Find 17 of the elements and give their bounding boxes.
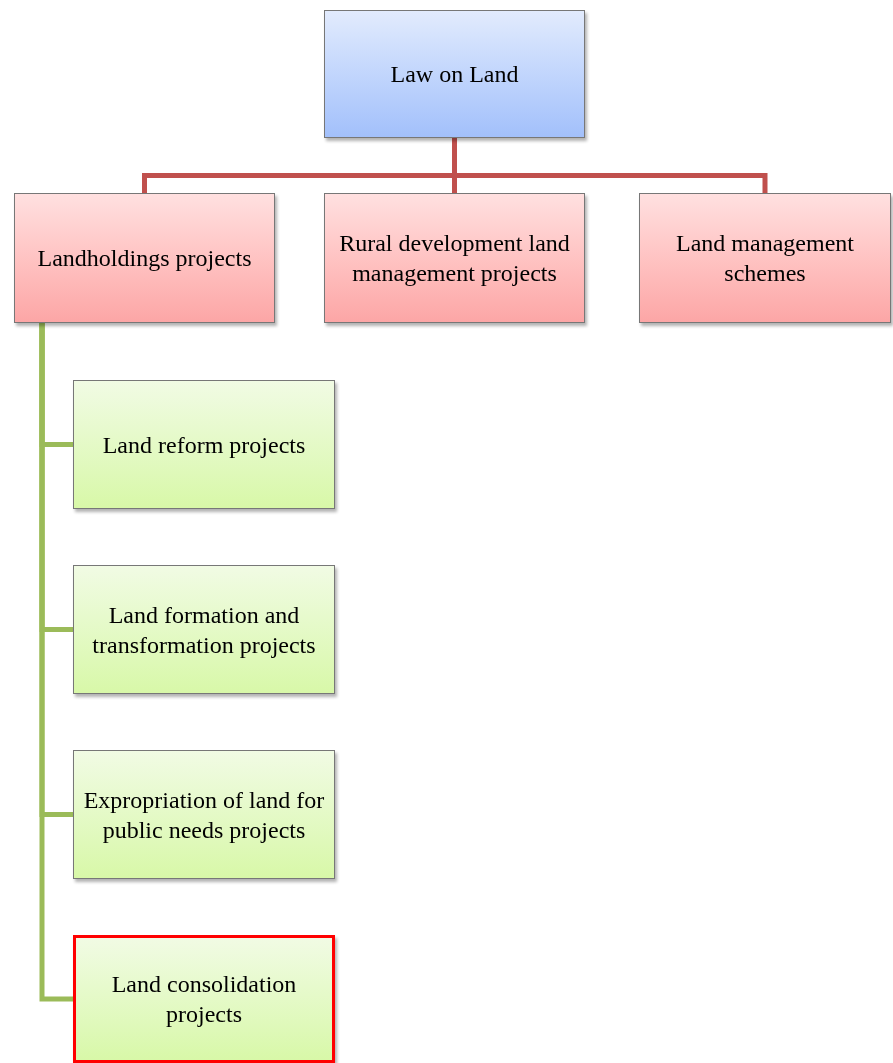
project-box bbox=[73, 380, 335, 509]
category-box bbox=[639, 193, 891, 323]
project-box bbox=[73, 565, 335, 694]
box-label: Law on Land bbox=[389, 60, 520, 89]
box-label: Land consolidation projects bbox=[110, 970, 298, 1029]
box-label: Land formation and transformation projects bbox=[91, 600, 317, 660]
box-label: Landholdings projects bbox=[36, 244, 253, 273]
project-box bbox=[73, 750, 335, 879]
box-label: Rural development land management projects bbox=[338, 229, 571, 288]
connector-line bbox=[39, 323, 73, 1002]
box-label: Expropriation of land for public needs projects bbox=[82, 785, 326, 845]
box-label: Land reform projects bbox=[101, 430, 307, 460]
box-label: Land management schemes bbox=[675, 229, 855, 288]
category-box bbox=[324, 193, 585, 323]
category-box bbox=[14, 193, 275, 323]
highlighted-project-box bbox=[73, 935, 335, 1063]
root-box bbox=[324, 10, 585, 138]
